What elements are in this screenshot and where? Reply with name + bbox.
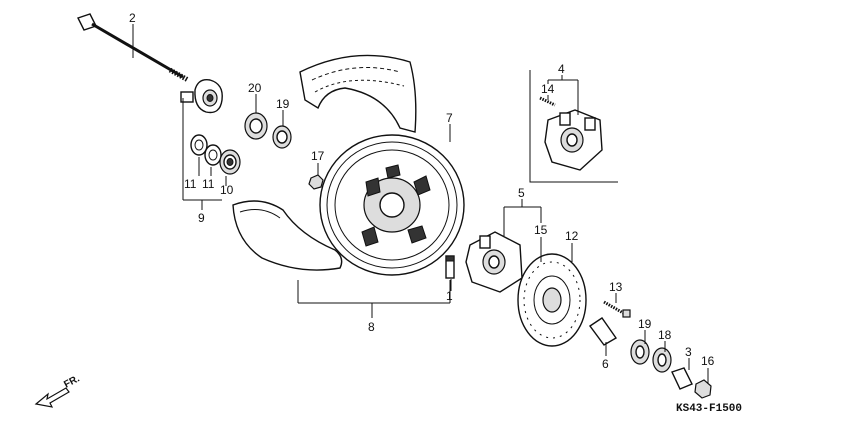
inset-frame <box>529 70 618 183</box>
callout-9: 9 <box>198 211 205 225</box>
spacer-6 <box>589 317 618 346</box>
callout-13: 13 <box>609 280 623 294</box>
seal-11-b <box>204 144 222 166</box>
callout-1: 1 <box>446 289 453 303</box>
callout-15: 15 <box>534 223 548 237</box>
bearing-19-right <box>630 339 650 365</box>
wheel-rim <box>319 134 465 276</box>
seal-18 <box>652 347 672 373</box>
bolt-13 <box>603 300 631 318</box>
callout-10: 10 <box>220 183 234 197</box>
callout-19-right: 19 <box>638 317 652 331</box>
tire-sidewall <box>232 200 343 271</box>
callout-3: 3 <box>685 345 692 359</box>
callout-7: 7 <box>446 111 453 125</box>
leader-lines <box>132 24 709 384</box>
tire-tread <box>299 54 417 133</box>
brake-disc <box>517 253 587 347</box>
callout-labels: 2 20 19 17 11 11 10 9 7 8 1 4 14 5 15 12… <box>129 11 715 371</box>
seal-11-a <box>190 134 208 156</box>
callout-11-a: 11 <box>184 177 197 191</box>
diagram-code: KS43-F1500 <box>676 403 742 415</box>
callout-8: 8 <box>368 320 375 334</box>
bearing-10 <box>219 149 241 175</box>
collar-3 <box>671 367 693 390</box>
bearing-19-left <box>272 125 292 149</box>
direction-indicator: FR. <box>34 373 82 408</box>
callout-4: 4 <box>558 62 565 76</box>
direction-label: FR. <box>62 373 82 390</box>
axle-bolt <box>77 13 190 83</box>
nut-16 <box>694 379 712 399</box>
callout-14: 14 <box>541 82 555 96</box>
nut-17 <box>308 174 324 190</box>
callout-2: 2 <box>129 11 136 25</box>
caliper-middle <box>465 231 523 293</box>
bolt-14 <box>539 96 556 107</box>
callout-12: 12 <box>565 229 579 243</box>
callout-20: 20 <box>248 81 262 95</box>
callout-16: 16 <box>701 354 715 368</box>
valve-stem <box>445 255 455 279</box>
bearing-20 <box>244 112 268 140</box>
caliper-upper <box>544 109 603 171</box>
callout-6: 6 <box>602 357 609 371</box>
axle-collar <box>180 79 223 114</box>
callout-17: 17 <box>311 149 325 163</box>
callout-5: 5 <box>518 186 525 200</box>
callout-18: 18 <box>658 328 672 342</box>
callout-11-b: 11 <box>202 177 215 191</box>
callout-19-left: 19 <box>276 97 290 111</box>
arrow-icon <box>34 387 70 408</box>
